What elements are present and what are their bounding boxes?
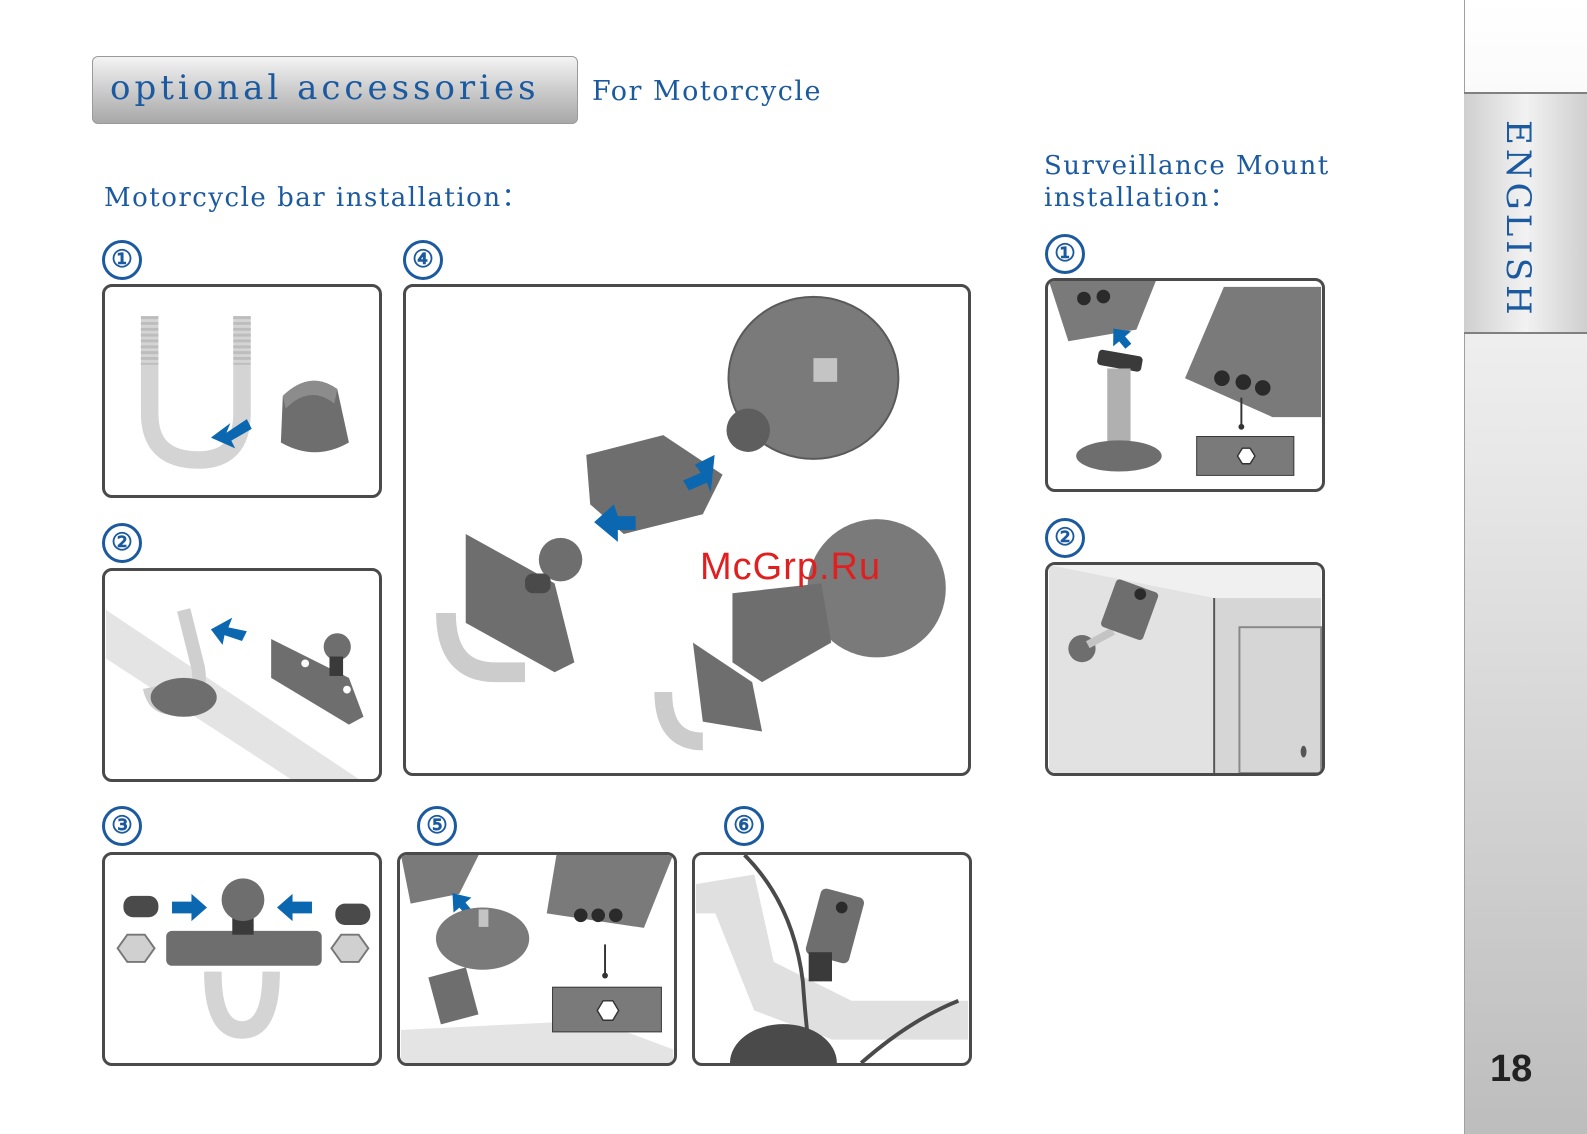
motorcycle-section-title: Motorcycle bar installation：: [104, 182, 529, 214]
illustration-step-2: [102, 568, 382, 782]
step-number-m2: ②: [102, 523, 142, 563]
page-number: 18: [1490, 1048, 1532, 1091]
plate-recorder-illustration: [400, 855, 674, 1063]
illustration-step-5: [397, 852, 677, 1066]
surveillance-mount-parts-illustration: [1048, 281, 1322, 489]
step-number-s1: ①: [1045, 234, 1085, 274]
step-number-m6: ⑥: [724, 806, 764, 846]
u-bolt-illustration: [105, 287, 379, 495]
step-number-m4: ④: [403, 240, 443, 280]
surveillance-section-title-line2: installation：: [1044, 182, 1237, 214]
mount-assembly-illustration: [406, 287, 968, 773]
mounted-recorder-illustration: [695, 855, 969, 1063]
illustration-step-4: [403, 284, 971, 776]
page-subtitle: For Motorcycle: [592, 76, 822, 107]
step-number-m5: ⑤: [417, 806, 457, 846]
step-number-m1: ①: [102, 240, 142, 280]
ball-mount-illustration: [105, 855, 379, 1063]
illustration-surveillance-step-2: [1045, 562, 1325, 776]
page-title: optional accessories: [110, 68, 540, 108]
illustration-step-6: [692, 852, 972, 1066]
watermark-text: McGrp.Ru: [700, 546, 881, 589]
surveillance-section-title-line1: Surveillance Mount: [1044, 150, 1330, 182]
language-label: ENGLISH: [1498, 120, 1538, 319]
illustration-surveillance-step-1: [1045, 278, 1325, 492]
illustration-step-1: [102, 284, 382, 498]
surveillance-wall-mounted-illustration: [1048, 565, 1322, 773]
illustration-step-3: [102, 852, 382, 1066]
step-number-m3: ③: [102, 806, 142, 846]
step-number-s2: ②: [1045, 518, 1085, 558]
bar-bolt-illustration: [105, 571, 379, 779]
